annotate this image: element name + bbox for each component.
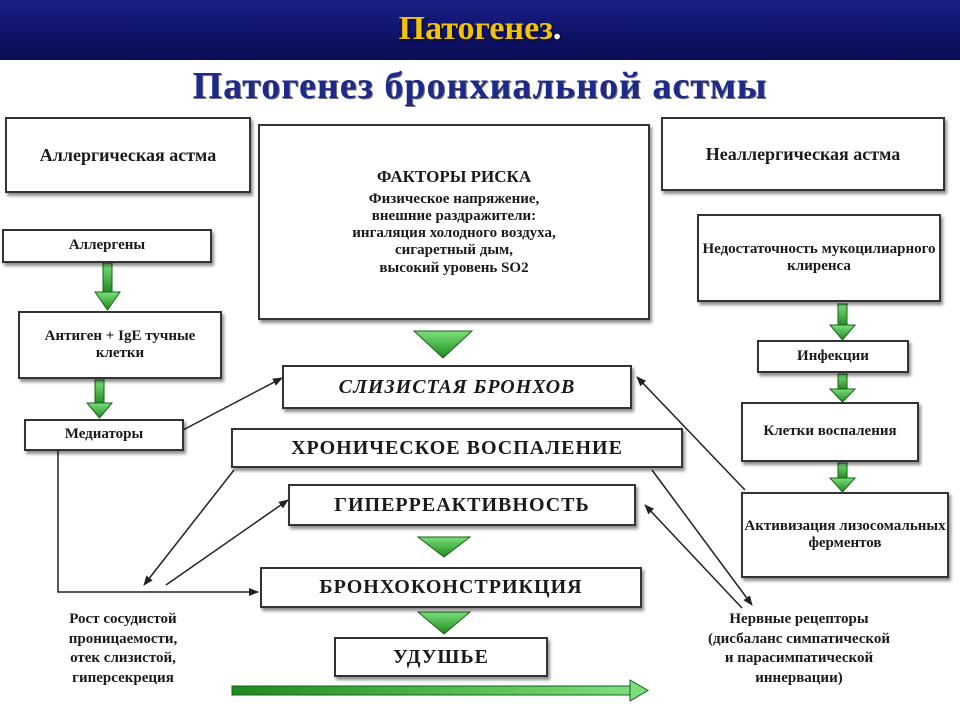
chronic-inflammation-box: ХРОНИЧЕСКОЕ ВОСПАЛЕНИЕ: [231, 428, 683, 468]
slide-title-dot: .: [552, 10, 562, 47]
arrow-mediators-mucosa: [182, 377, 283, 431]
risk-item: Физическое напряжение,: [368, 190, 540, 207]
green-arrow-mucociliary-infection: [828, 303, 857, 341]
slide-title: Патогенез.: [0, 10, 960, 48]
arrow-nerve-hyper: [644, 504, 743, 609]
allergic-asthma-label: Аллергическая астма: [39, 144, 217, 165]
vascular-permeability-text: Рост сосудистой проницаемости, отек слиз…: [8, 610, 238, 688]
nerve-receptors-text: Нервные рецепторы (дисбаланс симпатическ…: [640, 610, 958, 688]
risk-item: сигаретный дым,: [395, 242, 513, 259]
nerve-line: иннервации): [755, 669, 843, 686]
infection-label: Инфекции: [797, 347, 869, 364]
lysosomal-label: Активизация лизосомальных ферментов: [744, 517, 946, 551]
risk-factors-title: ФАКТОРЫ РИСКА: [376, 167, 532, 187]
bronchoconstriction-box: БРОНХОКОНСТРИКЦИЯ: [260, 567, 642, 608]
vascular-line: проницаемости,: [68, 630, 178, 647]
mucociliary-label: Недостаточность мукоцилиарного клиренса: [702, 240, 936, 274]
hyperreactivity-label: ГИПЕРРЕАКТИВНОСТЬ: [334, 493, 590, 516]
allergens-box: Аллергены: [2, 229, 212, 263]
green-arrow-cells-lysosomal: [828, 462, 857, 493]
arrow-vascular-hyper: [165, 499, 289, 586]
slide-title-text: Патогенез: [398, 10, 553, 47]
green-arrow-broncho-suffocation: [416, 611, 472, 635]
hyperreactivity-box: ГИПЕРРЕАКТИВНОСТЬ: [288, 484, 636, 526]
suffocation-box: УДУШЬЕ: [334, 637, 548, 677]
vascular-line: Рост сосудистой: [69, 611, 177, 627]
risk-item: внешние раздражители:: [371, 207, 537, 224]
mediators-label: Медиаторы: [64, 426, 144, 443]
inflammation-cells-label: Клетки воспаления: [763, 423, 897, 440]
arrow-chronic-nerve: [651, 469, 753, 606]
risk-factors-box: ФАКТОРЫ РИСКА Физическое напряжение, вне…: [258, 124, 650, 320]
mucociliary-box: Недостаточность мукоцилиарного клиренса: [697, 214, 941, 302]
nonallergic-asthma-label: Неаллергическая астма: [705, 143, 901, 164]
lysosomal-box: Активизация лизосомальных ферментов: [741, 492, 949, 578]
inflammation-cells-box: Клетки воспаления: [741, 402, 919, 462]
bronchoconstriction-label: БРОНХОКОНСТРИКЦИЯ: [319, 576, 583, 598]
nerve-line: (дисбаланс симпатической: [708, 630, 890, 647]
green-arrow-antigen-mediators: [85, 379, 114, 419]
allergens-label: Аллергены: [68, 237, 146, 254]
risk-item: ингаляция холодного воздуха,: [352, 225, 556, 242]
vascular-line: гиперсекреция: [72, 669, 174, 686]
arrow-lysosomal-mucosa: [636, 376, 746, 491]
nerve-line: и парасимпатической: [724, 650, 874, 666]
bronchial-mucosa-box: СЛИЗИСТАЯ БРОНХОВ: [282, 365, 632, 409]
green-arrow-hyper-broncho: [416, 536, 472, 558]
green-arrow-risk-mucosa: [412, 330, 474, 359]
chronic-inflammation-label: ХРОНИЧЕСКОЕ ВОСПАЛЕНИЕ: [291, 436, 623, 459]
green-arrow-bottom: [231, 679, 649, 702]
green-arrow-infection-cells: [828, 373, 857, 403]
risk-item: высокий уровень SO2: [379, 259, 529, 276]
header-bar: [0, 0, 960, 60]
antigen-ige-box: Антиген + IgE тучные клетки: [18, 311, 222, 379]
allergic-asthma-box: Аллергическая астма: [5, 117, 251, 193]
mediators-box: Медиаторы: [24, 419, 184, 451]
diagram-title: Патогенез бронхиальной астмы: [192, 65, 768, 107]
antigen-ige-label: Антиген + IgE тучные клетки: [44, 327, 196, 361]
suffocation-label: УДУШЬЕ: [393, 645, 489, 668]
bronchial-mucosa-label: СЛИЗИСТАЯ БРОНХОВ: [338, 375, 576, 398]
infection-box: Инфекции: [757, 340, 909, 373]
green-arrow-allergens-antigen: [94, 262, 121, 311]
nerve-line: Нервные рецепторы: [729, 611, 869, 627]
nonallergic-asthma-box: Неаллергическая астма: [661, 117, 945, 191]
vascular-line: отек слизистой,: [70, 650, 176, 666]
arrow-chronic-vascular: [143, 469, 235, 586]
arrow-mediators-broncho: [57, 440, 259, 596]
